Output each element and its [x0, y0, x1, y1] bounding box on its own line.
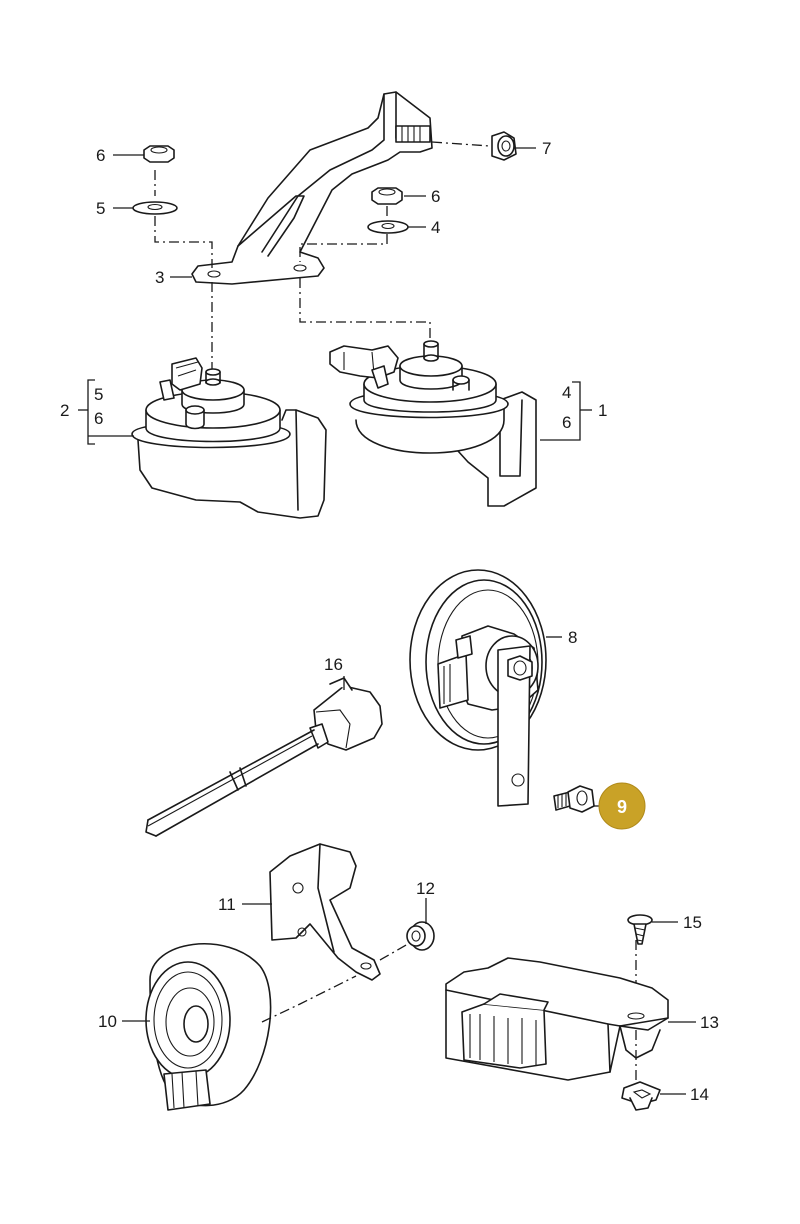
grommet-12 — [406, 921, 435, 951]
label-part-8: 8 — [568, 628, 577, 647]
clip-14 — [621, 1081, 661, 1111]
bracket-left-2 — [78, 379, 134, 445]
label-part-5: 5 — [96, 199, 105, 218]
label-part-1: 1 — [598, 401, 607, 420]
leader-lines — [113, 147, 696, 1095]
label-part-4: 4 — [431, 218, 440, 237]
label-bracket-right-top: 4 — [562, 383, 571, 402]
label-part-2: 2 — [60, 401, 69, 420]
bolt-9 — [553, 785, 595, 813]
highlight-badge-part-9[interactable]: 9 — [594, 782, 646, 830]
label-part-7: 7 — [542, 139, 551, 158]
label-part-9[interactable]: 9 — [617, 797, 627, 817]
label-part-11: 11 — [218, 895, 236, 914]
bracket-11 — [269, 843, 381, 981]
nut-6-right — [371, 187, 403, 205]
flange-nut-7 — [491, 131, 517, 161]
horn-10 — [145, 943, 272, 1111]
control-unit-13 — [445, 957, 669, 1081]
label-bracket-left-bottom: 6 — [94, 409, 103, 428]
label-part-10: 10 — [98, 1012, 117, 1031]
cable-16 — [145, 677, 383, 837]
label-part-6-right: 6 — [431, 187, 440, 206]
label-part-6-left: 6 — [96, 146, 105, 165]
disc-horn-8 — [409, 569, 547, 807]
washer-4 — [367, 220, 409, 234]
bracket-right-1 — [540, 381, 592, 441]
label-part-13: 13 — [700, 1013, 719, 1032]
washer-5 — [132, 201, 178, 215]
mounting-bracket — [191, 91, 433, 285]
label-part-12: 12 — [416, 879, 435, 898]
label-part-14: 14 — [690, 1085, 709, 1104]
assembly-lines-top — [154, 141, 491, 372]
label-part-3: 3 — [155, 268, 164, 287]
nut-6-left — [143, 145, 175, 163]
screw-15 — [627, 914, 653, 945]
label-part-16: 16 — [324, 655, 343, 674]
label-bracket-left-top: 5 — [94, 385, 103, 404]
horn-right — [329, 340, 537, 507]
label-bracket-right-bottom: 6 — [562, 413, 571, 432]
label-part-15: 15 — [683, 913, 702, 932]
horn-left — [131, 357, 327, 519]
highlight-circle[interactable] — [598, 782, 646, 830]
part-labels: 6 5 3 6 4 7 2 5 6 4 6 1 8 16 11 12 10 15… — [60, 139, 719, 1104]
